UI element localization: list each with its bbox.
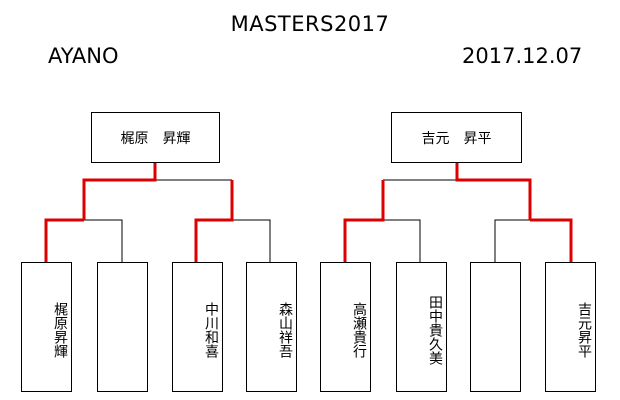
winline-right-r1b <box>343 180 385 262</box>
winline-right-p8 <box>530 218 573 262</box>
player-surname: 中川 <box>203 302 219 330</box>
bracket-black-lines <box>84 163 530 262</box>
team-name: AYANO <box>48 44 119 68</box>
player-surname: 田中 <box>427 295 443 323</box>
player-box-4: 森山 祥吾 <box>246 262 297 392</box>
winline-left-r1b <box>194 180 234 262</box>
bracket-red-lines <box>44 163 573 262</box>
player-given: 昇輝 <box>52 330 68 358</box>
player-box-8: 吉元 昇平 <box>545 262 596 392</box>
player-surname: 吉元 <box>576 302 592 330</box>
event-date: 2017.12.07 <box>462 44 583 68</box>
winline-left-r1 <box>82 163 157 220</box>
tournament-title: MASTERS2017 <box>230 12 390 36</box>
player-given: 貴久美 <box>427 323 443 365</box>
player-box-1: 梶原 昇輝 <box>21 262 72 392</box>
player-given: 祥吾 <box>277 330 293 358</box>
line-left-r1 <box>154 163 232 181</box>
line-right-p7 <box>494 219 530 262</box>
player-surname: 高瀬 <box>351 302 367 330</box>
line-right-r1 <box>383 163 458 181</box>
player-box-7 <box>470 262 521 392</box>
player-box-3: 中川 和喜 <box>172 262 223 392</box>
player-given: 貴行 <box>351 330 367 358</box>
winline-left-p1 <box>44 218 84 262</box>
line-left-p4 <box>232 219 271 262</box>
player-surname: 梶原 <box>52 302 68 330</box>
player-surname: 森山 <box>277 302 293 330</box>
winner-box-right: 吉元 昇平 <box>391 112 522 163</box>
line-right-p6 <box>383 219 421 262</box>
winner-box-left: 梶原 昇輝 <box>91 112 220 163</box>
winner-name-right: 吉元 昇平 <box>421 130 492 147</box>
line-left-p2 <box>84 219 123 262</box>
winline-right-r1 <box>455 163 532 220</box>
player-box-2 <box>97 262 148 392</box>
winner-name-left: 梶原 昇輝 <box>120 130 191 147</box>
player-given: 和喜 <box>203 330 219 358</box>
player-box-5: 高瀬 貴行 <box>320 262 371 392</box>
player-given: 昇平 <box>576 330 592 358</box>
player-box-6: 田中 貴久美 <box>396 262 447 392</box>
